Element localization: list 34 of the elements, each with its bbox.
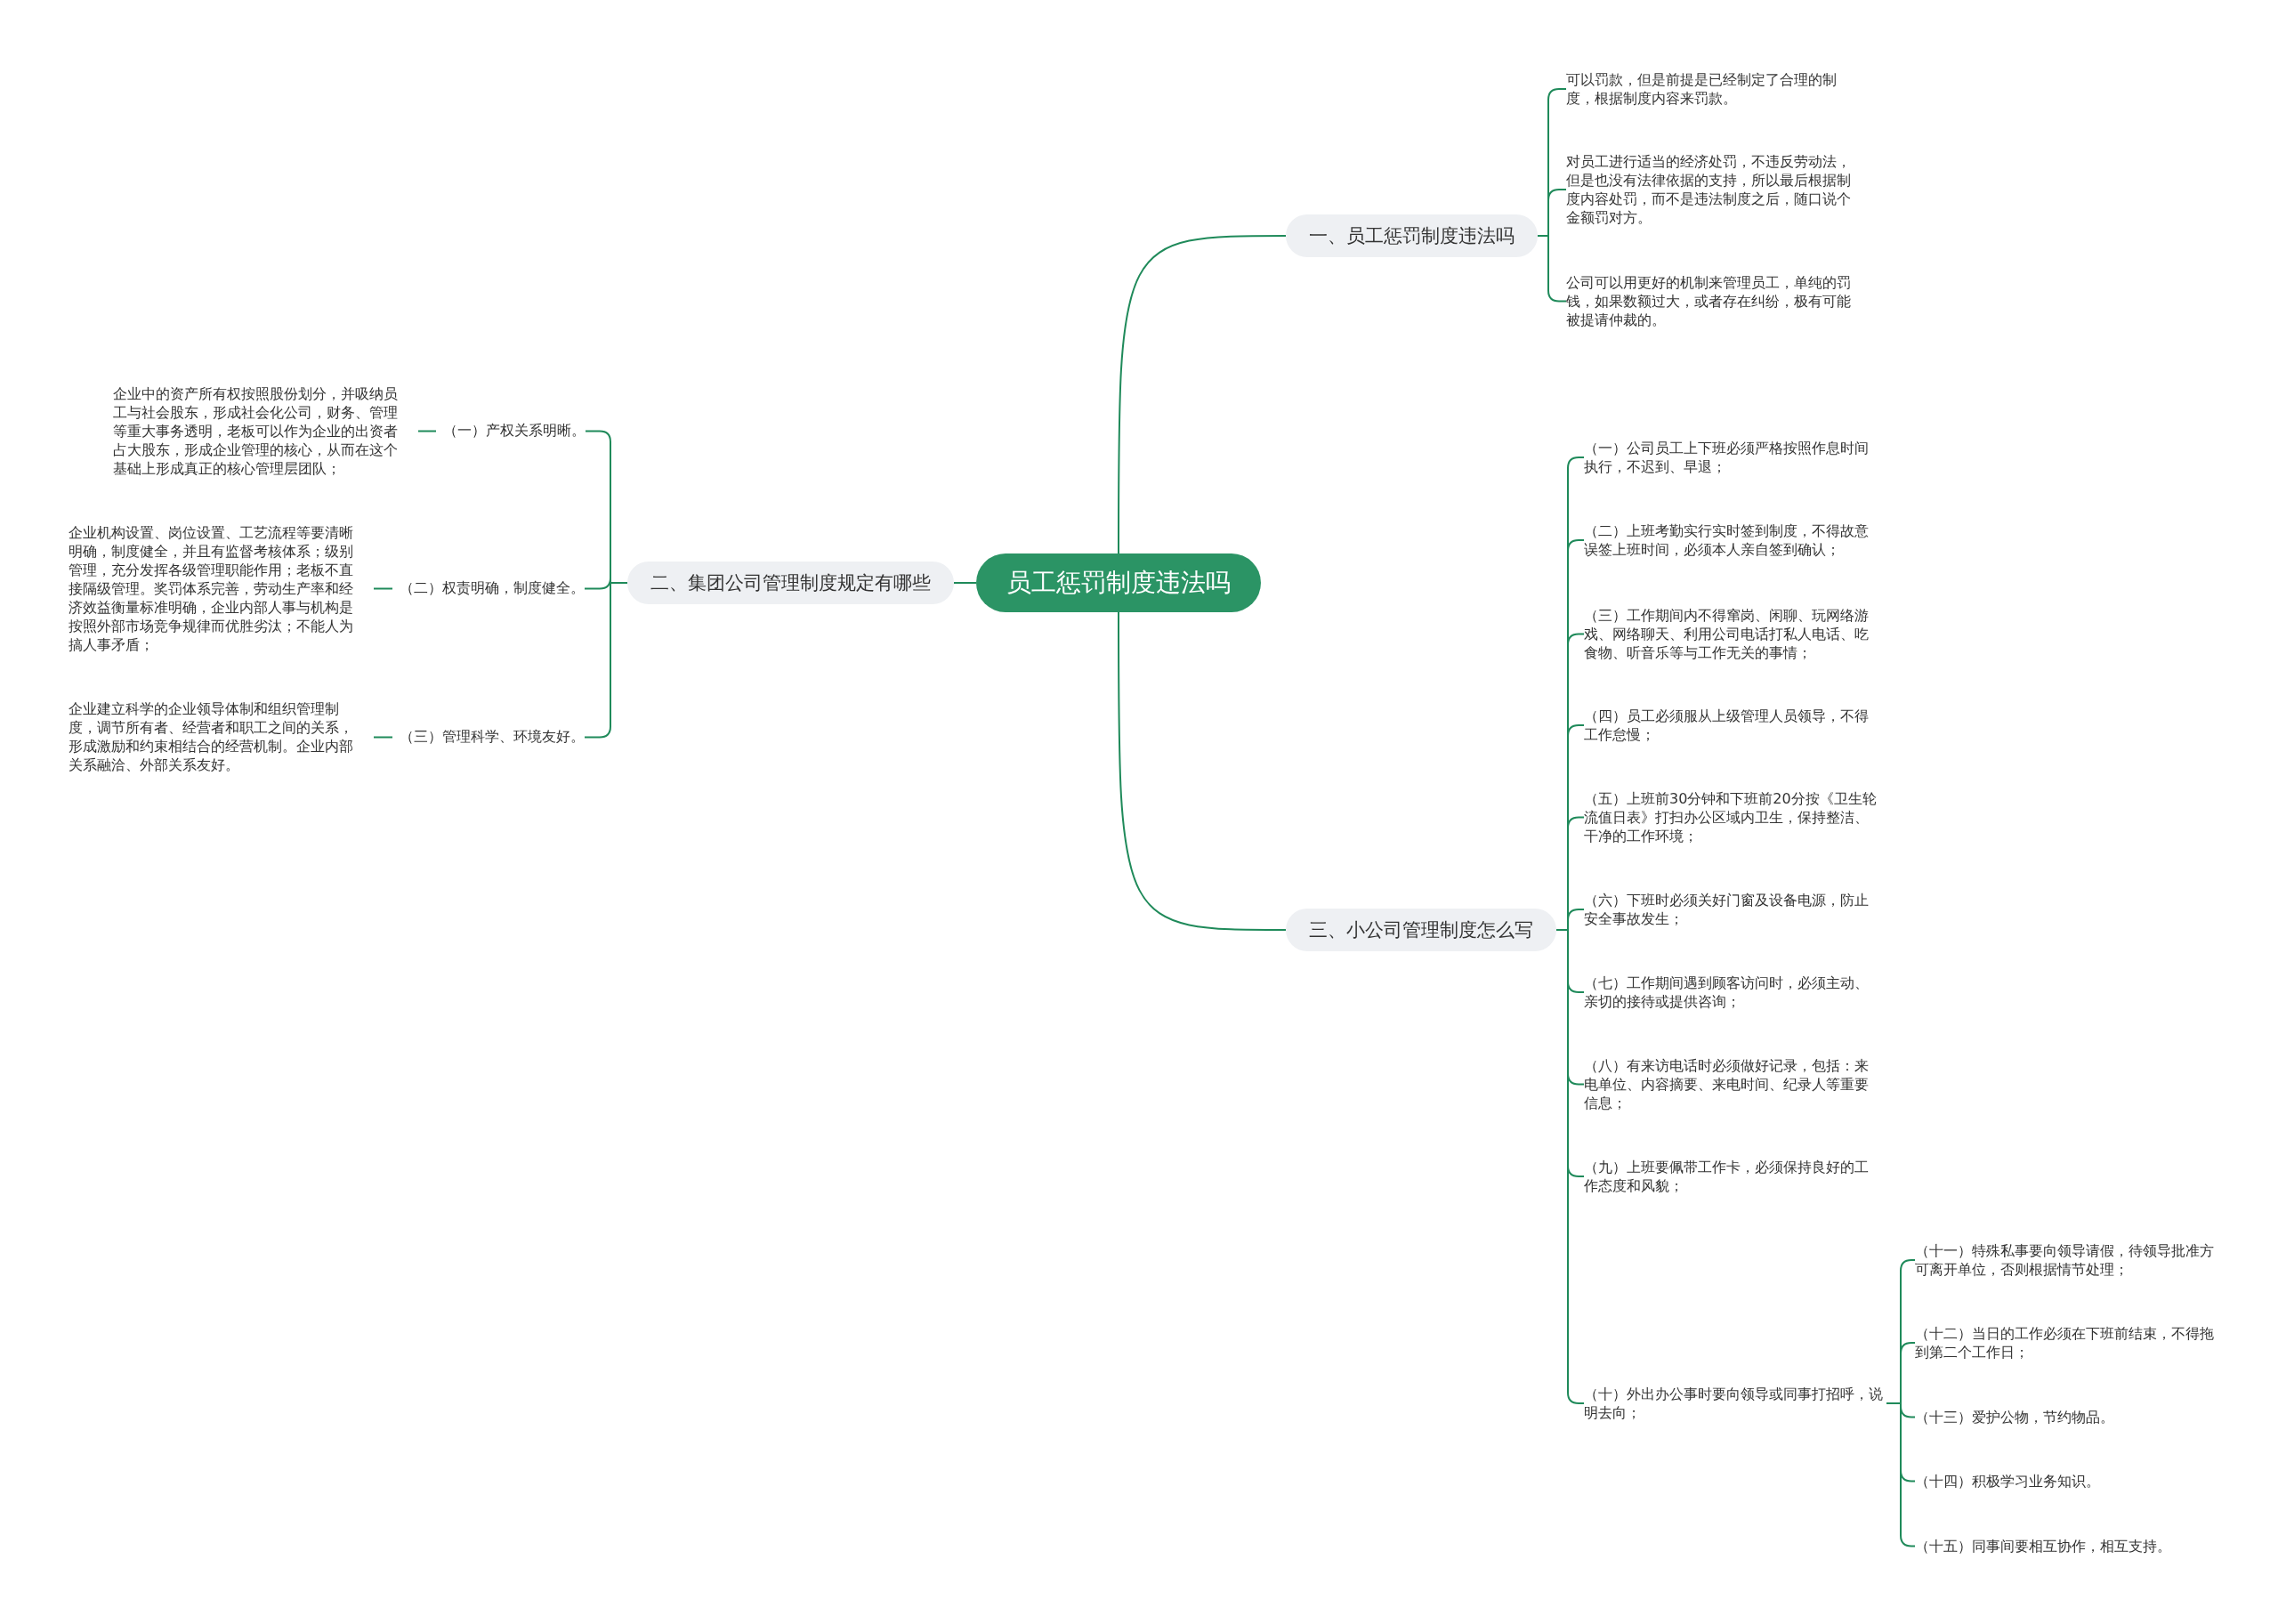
detail-text: （五）上班前30分钟和下班前20分按《卫生轮流值日表》打扫办公区域内卫生，保持整洁、干净的工作环境； xyxy=(1584,788,1882,845)
detail-text: （一）公司员工上下班必须严格按照作息时间执行，不迟到、早退； xyxy=(1584,439,1882,476)
subtopic-text: （二）权责明确，制度健全。 xyxy=(400,578,585,598)
detail-text: （十）外出办公事时要向领导或同事打招呼，说明去向； xyxy=(1584,1385,1886,1422)
connector-line xyxy=(373,736,393,739)
detail-text: （二）上班考勤实行实时签到制度，不得故意误签上班时间，必须本人亲自签到确认； xyxy=(1584,521,1882,559)
detail-text: （六）下班时必须关好门窗及设备电源，防止安全事故发生； xyxy=(1584,891,1882,928)
detail-text: 对员工进行适当的经济处罚，不违反劳动法，但是也没有法律依据的支持，所以最后根据制度内容处罚，而不是违法制度之后，随口说个金额罚对方。 xyxy=(1566,152,1864,227)
connector-line xyxy=(417,430,437,432)
detail-text: （八）有来访电话时必须做好记录，包括：来电单位、内容摘要、来电时间、纪录人等重要信息； xyxy=(1584,1055,1882,1112)
branch-topic-box: 三、小公司管理制度怎么写 xyxy=(1286,909,1556,951)
subtopic-text: （三）管理科学、环境友好。 xyxy=(400,727,585,747)
connector-line xyxy=(1118,611,1287,931)
detail-text: （十三）爱护公物，节约物品。 xyxy=(1915,1407,2217,1426)
detail-text: 可以罚款，但是前提是已经制定了合理的制度，根据制度内容来罚款。 xyxy=(1566,70,1864,108)
detail-text: 公司可以用更好的机制来管理员工，单纯的罚钱，如果数额过大，或者存在纠纷，极有可能被提请仲裁的。 xyxy=(1566,272,1864,329)
detail-text: （三）工作期间内不得窜岗、闲聊、玩网络游戏、网络聊天、利用公司电话打私人电话、吃食物、听音乐等与工作无关的事情； xyxy=(1584,605,1882,662)
connector-line xyxy=(953,582,977,584)
branch-topic-box: 一、员工惩罚制度违法吗 xyxy=(1286,214,1538,257)
detail-text: （十一）特殊私事要向领导请假，待领导批准方可离开单位，否则根据情节处理； xyxy=(1915,1241,2217,1279)
connector-line xyxy=(373,587,393,590)
detail-text: （十四）积极学习业务知识。 xyxy=(1915,1471,2217,1491)
connector-line xyxy=(1118,235,1287,554)
detail-text: （四）员工必须服从上级管理人员领导，不得工作怠慢； xyxy=(1584,707,1882,744)
detail-text: 企业机构设置、岗位设置、工艺流程等要清晰明确，制度健全，并且有监督考核体系；级别管理，充分发挥各级管理职能作用；老板不直接隔级管理。奖罚体系完善，劳动生产率和经济效益衡量标准明确，企业内部人事与机构是按照外部市场竞争规律而优胜劣汰；不能人为搞人事矛盾； xyxy=(69,522,367,654)
detail-text: （九）上班要佩带工作卡，必须保持良好的工作态度和风貌； xyxy=(1584,1158,1882,1195)
detail-text: 企业中的资产所有权按照股份划分，并吸纳员工与社会股东，形成社会化公司，财务、管理等重大事务透明，老板可以作为企业的出资者占大股东，形成企业管理的核心，从而在这个基础上形成真正的核心管理层团队； xyxy=(113,384,411,478)
branch-topic-box: 二、集团公司管理制度规定有哪些 xyxy=(627,562,954,604)
subtopic-text: （一）产权关系明晰。 xyxy=(443,421,586,440)
detail-text: （十二）当日的工作必须在下班前结束，不得拖到第二个工作日； xyxy=(1915,1324,2217,1361)
detail-text: （十五）同事间要相互协作，相互支持。 xyxy=(1915,1536,2217,1555)
detail-text: 企业建立科学的企业领导体制和组织管理制度，调节所有者、经营者和职工之间的关系，形成激励和约束相结合的经营机制。企业内部关系融洽、外部关系友好。 xyxy=(69,699,367,774)
detail-text: （七）工作期间遇到顾客访问时，必须主动、亲切的接待或提供咨询； xyxy=(1584,974,1882,1011)
central-topic-box: 员工惩罚制度违法吗 xyxy=(976,553,1261,612)
